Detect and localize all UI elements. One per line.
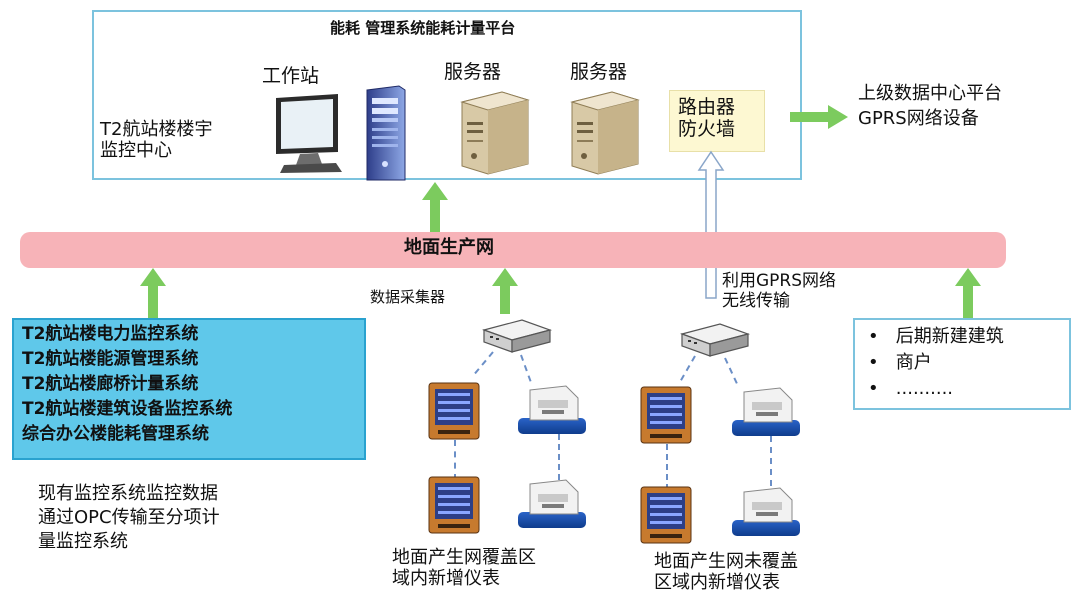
bullet-icon: • (868, 352, 879, 373)
upstream-arrow (790, 105, 848, 129)
router-firewall-label: 路由器 防火墙 (678, 96, 736, 141)
monitoring-center-line1: T2航站楼楼宇 (100, 119, 213, 140)
uncovered-line1: 地面产生网未覆盖 (654, 551, 798, 572)
router-firewall-box (669, 90, 765, 152)
future-item-label: .......... (895, 378, 954, 399)
uncovered-meters-label: 地面产生网未覆盖 区域内新增仪表 (654, 551, 798, 593)
server2-label: 服务器 (570, 61, 628, 83)
legacy-note-line1: 现有监控系统监控数据 (38, 483, 218, 504)
router-label: 路由器 (678, 96, 736, 118)
future-buildings-list: • 后期新建建筑 • 商户 • .......... (868, 324, 1004, 402)
future-item: • 后期新建建筑 (868, 324, 1004, 350)
gprs-line1: 利用GPRS网络 (722, 271, 837, 291)
legacy-systems-list: T2航站楼电力监控系统 T2航站楼能源管理系统 T2航站楼廊桥计量系统 T2航站… (22, 322, 232, 447)
bullet-icon: • (868, 326, 879, 347)
legacy-system-item: T2航站楼建筑设备监控系统 (22, 399, 233, 419)
power-meter-icon (428, 476, 480, 534)
future-buildings-box (853, 318, 1071, 410)
legacy-systems-box (12, 318, 366, 460)
data-collector-label: 数据采集器 (370, 288, 446, 306)
future-item: • 商户 (868, 350, 1004, 376)
firewall-label: 防火墙 (678, 117, 736, 140)
legacy-note: 现有监控系统监控数据 通过OPC传输至分项计 量监控系统 (38, 482, 220, 554)
future-item: • .......... (868, 376, 1004, 402)
covered-line2: 域内新增仪表 (392, 567, 500, 589)
workstation-label: 工作站 (262, 65, 320, 87)
power-meter-icon (428, 382, 480, 440)
network-to-platform-arrow (422, 182, 448, 232)
upstream-platform-label: 上级数据中心平台 GPRS网络设备 (858, 83, 1002, 129)
uncovered-line2: 区域内新增仪表 (654, 571, 780, 593)
future-item-label: 商户 (895, 352, 932, 373)
server1-icon (460, 91, 530, 175)
covered-meters-label: 地面产生网覆盖区 域内新增仪表 (392, 547, 536, 589)
legacy-to-network-arrow (140, 268, 166, 318)
legacy-note-line2: 通过OPC传输至分项计 (38, 507, 220, 528)
gprs-collector-device-icon (679, 323, 751, 357)
platform-title: 能耗 管理系统能耗计量平台 (330, 19, 516, 37)
network-label: 地面生产网 (404, 237, 494, 258)
ground-production-network-bar (20, 232, 1006, 268)
collector-to-network-arrow (492, 268, 518, 314)
gprs-hollow-arrow (697, 150, 725, 299)
legacy-system-item: 综合办公楼能耗管理系统 (22, 424, 209, 444)
future-to-network-arrow (955, 268, 981, 318)
data-collector-device-icon (481, 319, 553, 353)
power-meter-icon (640, 386, 692, 444)
upstream-line1: 上级数据中心平台 (858, 83, 1002, 104)
gprs-line2: 无线传输 (722, 290, 790, 311)
water-meter-icon (518, 479, 586, 528)
legacy-system-item: T2航站楼能源管理系统 (22, 349, 199, 369)
tower-pc-icon (366, 85, 406, 181)
monitoring-center-label: T2航站楼楼宇 监控中心 (100, 119, 213, 161)
server1-label: 服务器 (444, 61, 502, 83)
wire-gprs-to-watermeter (724, 357, 738, 384)
wire-meter-chain-2 (666, 444, 668, 490)
legacy-system-item: T2航站楼电力监控系统 (22, 324, 199, 344)
server2-icon (570, 91, 640, 175)
gprs-wireless-label: 利用GPRS网络 无线传输 (722, 271, 837, 311)
bullet-icon: • (868, 378, 879, 399)
water-meter-icon (518, 385, 586, 434)
legacy-system-item: T2航站楼廊桥计量系统 (22, 374, 199, 394)
wire-watermeter-chain-2 (770, 436, 772, 486)
water-meter-icon (732, 387, 800, 436)
workstation-monitor-icon (276, 94, 342, 173)
power-meter-icon (640, 486, 692, 544)
future-item-label: 后期新建建筑 (895, 326, 1004, 347)
legacy-note-line3: 量监控系统 (38, 531, 128, 552)
upstream-line2: GPRS网络设备 (858, 107, 979, 129)
wire-meter-chain-1 (454, 440, 456, 480)
covered-line1: 地面产生网覆盖区 (392, 547, 536, 568)
monitoring-center-line2: 监控中心 (100, 139, 172, 161)
wire-watermeter-chain-1 (558, 434, 560, 480)
wire-collector-to-watermeter (520, 354, 532, 382)
water-meter-icon (732, 487, 800, 536)
